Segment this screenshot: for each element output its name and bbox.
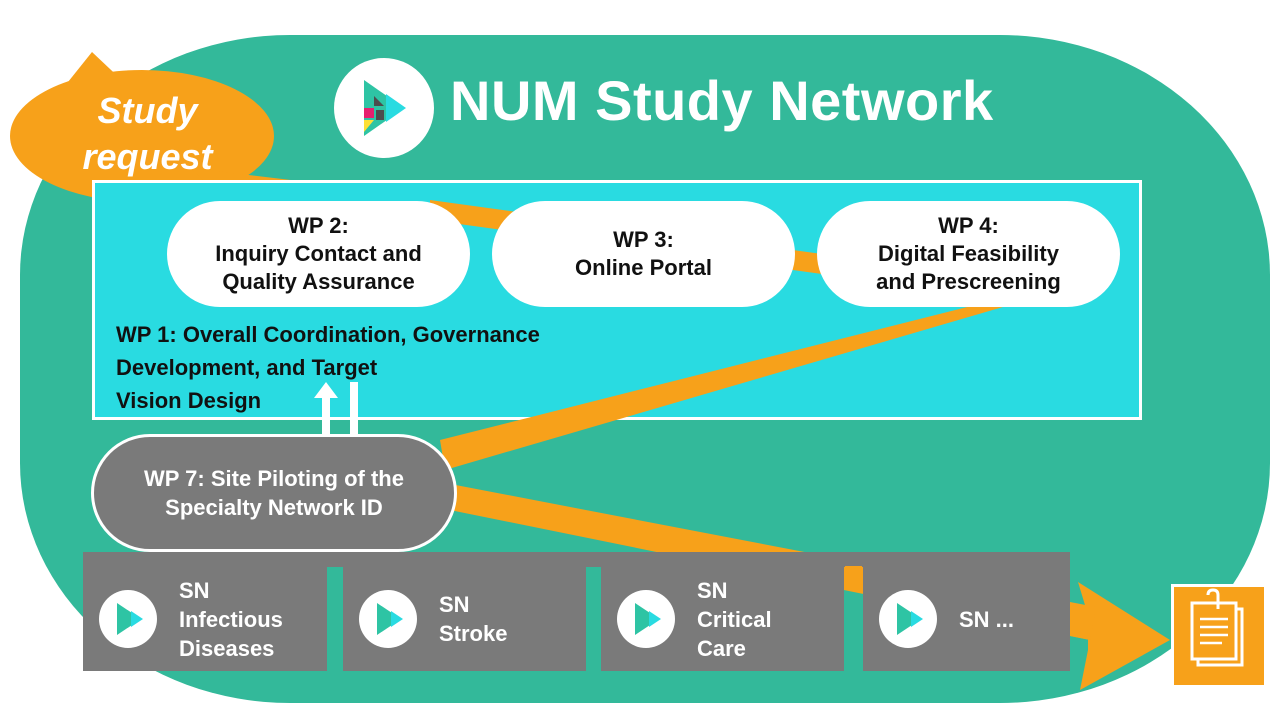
sn-line: SN: [697, 577, 728, 603]
sn-line: Critical: [697, 606, 772, 632]
wp4-node: WP 4: Digital Feasibility and Prescreeni…: [817, 201, 1120, 307]
wp3-title: WP 3:: [613, 227, 674, 252]
study-request-line2: request: [82, 136, 213, 177]
flow-arrow-segment-4: [845, 566, 862, 590]
wp2-title: WP 2:: [288, 213, 349, 238]
arrow-down-icon: [342, 382, 366, 458]
wp1-line1: WP 1: Overall Coordination, Governance: [116, 322, 540, 347]
study-request-label: Study request: [60, 88, 235, 180]
wp7-line1: WP 7: Site Piloting of the: [144, 466, 404, 491]
sn-line: SN: [439, 592, 470, 617]
flow-arrow-head: [1078, 582, 1170, 690]
wp3-node: WP 3: Online Portal: [492, 201, 795, 307]
wp1-line3: Vision Design: [116, 388, 262, 413]
num-logo-icon: [879, 590, 937, 648]
sn-line: Care: [697, 635, 746, 661]
sn-line: SN ...: [959, 606, 1015, 632]
sn-more: SN ...: [863, 567, 1070, 671]
wp2-node: WP 2: Inquiry Contact and Quality Assura…: [167, 201, 470, 307]
num-logo-icon: [99, 590, 157, 648]
specialty-network-band: [83, 552, 1070, 567]
wp2-line2: Inquiry Contact and: [215, 241, 422, 266]
arrow-up-icon: [314, 382, 338, 456]
wp7-line2: Specialty Network ID: [165, 495, 383, 520]
num-logo-icon: [617, 590, 675, 648]
sn-critical-care: SN Critical Care: [601, 567, 844, 671]
wp1-line2: Development, and Target: [116, 355, 378, 380]
page-title: NUM Study Network: [450, 69, 994, 132]
num-logo-icon: [359, 590, 417, 648]
flow-arrow-segment-2: [440, 300, 1020, 470]
bidirectional-arrows: [314, 382, 366, 458]
wp2-line3: Quality Assurance: [222, 269, 415, 294]
sn-infectious-diseases: SN Infectious Diseases: [83, 567, 327, 671]
sn-line: Diseases: [179, 635, 275, 661]
wp1-label: WP 1: Overall Coordination, Governance D…: [116, 318, 656, 417]
document-clipboard-icon: [1171, 584, 1267, 688]
sn-line: Infectious: [179, 606, 283, 632]
num-logo-icon: [334, 58, 434, 158]
study-request-line1: Study: [97, 90, 198, 131]
study-request-bubble-tail: [68, 52, 128, 86]
wp3-line2: Online Portal: [575, 255, 712, 280]
wp4-line3: and Prescreening: [876, 269, 1061, 294]
wp4-line2: Digital Feasibility: [878, 241, 1059, 266]
flow-arrow-segment-5: [1070, 602, 1096, 640]
sn-line: SN: [179, 577, 210, 603]
sn-stroke: SN Stroke: [343, 567, 586, 671]
wp4-title: WP 4:: [938, 213, 999, 238]
study-request-bubble: [10, 70, 274, 202]
wp7-node: WP 7: Site Piloting of the Specialty Net…: [91, 434, 457, 552]
sn-line: Stroke: [439, 621, 508, 646]
